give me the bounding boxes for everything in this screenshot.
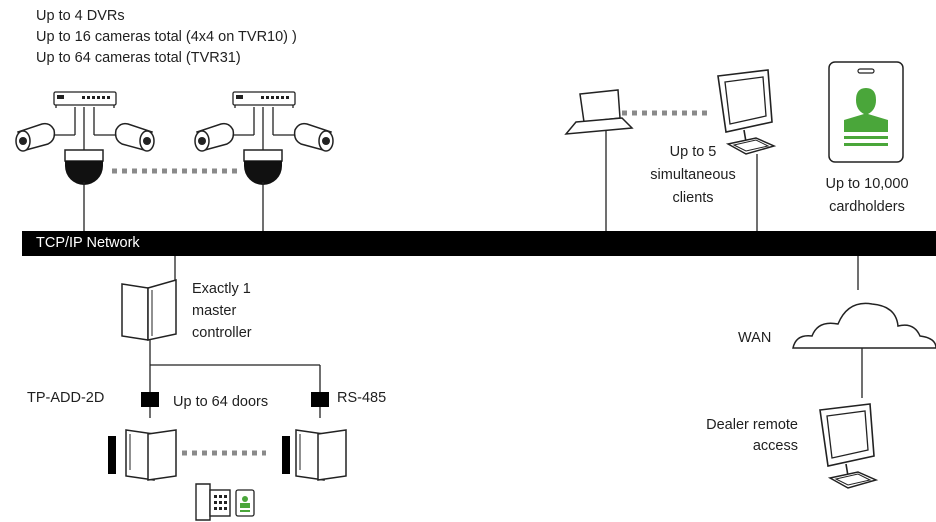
network-label: TCP/IP Network bbox=[36, 235, 140, 251]
camera-count-tvr31-text: Up to 64 cameras total (TVR31) bbox=[36, 50, 241, 66]
master-controller-icon bbox=[121, 279, 177, 341]
remote-line-1: Dealer remote bbox=[706, 417, 798, 433]
camera-3-icon bbox=[194, 122, 235, 152]
module-left-label: TP-ADD-2D bbox=[27, 390, 105, 406]
reader-right-icon bbox=[282, 436, 290, 474]
camera-count-tvr10-text: Up to 16 cameras total (4x4 on TVR10) ) bbox=[36, 29, 297, 45]
wan-cloud-icon bbox=[792, 302, 936, 349]
remote-monitor-icon bbox=[819, 403, 877, 489]
clients-line-3: clients bbox=[672, 190, 714, 206]
cardholders-line-2: cardholders bbox=[829, 199, 905, 215]
reader-left-icon bbox=[108, 436, 116, 474]
dvr-group-1 bbox=[15, 91, 155, 231]
controller-line-2: master bbox=[192, 303, 237, 319]
door-module-right-icon bbox=[311, 392, 329, 407]
module-right-label: RS-485 bbox=[337, 390, 387, 406]
dvr-group-2 bbox=[194, 91, 334, 231]
dvr-count-text: Up to 4 DVRs bbox=[36, 8, 125, 24]
access-card-icon bbox=[235, 489, 255, 517]
wan-label: WAN bbox=[738, 330, 772, 346]
cardholders-line-1: Up to 10,000 bbox=[825, 176, 909, 192]
controller-line-3: controller bbox=[192, 325, 252, 341]
clients-line-2: simultaneous bbox=[650, 167, 736, 183]
dome-camera-2-icon bbox=[243, 149, 283, 186]
dvr-2-icon bbox=[232, 91, 296, 109]
door-left-icon bbox=[125, 429, 177, 481]
door-module-left-icon bbox=[141, 392, 159, 407]
badge-icon bbox=[828, 61, 904, 163]
camera-4-icon bbox=[293, 122, 334, 152]
dvr-1-icon bbox=[53, 91, 117, 109]
door-right-icon bbox=[295, 429, 347, 481]
camera-1-icon bbox=[15, 122, 56, 152]
keypad-icon bbox=[195, 483, 231, 521]
doors-label: Up to 64 doors bbox=[173, 394, 269, 410]
monitor-client-icon bbox=[717, 69, 775, 231]
tcp-ip-network-bar bbox=[22, 231, 936, 256]
camera-2-icon bbox=[114, 122, 155, 152]
controller-line-1: Exactly 1 bbox=[192, 281, 251, 297]
remote-line-2: access bbox=[752, 438, 798, 454]
clients-line-1: Up to 5 bbox=[669, 144, 717, 160]
laptop-icon bbox=[564, 89, 634, 231]
dome-camera-1-icon bbox=[64, 149, 104, 186]
